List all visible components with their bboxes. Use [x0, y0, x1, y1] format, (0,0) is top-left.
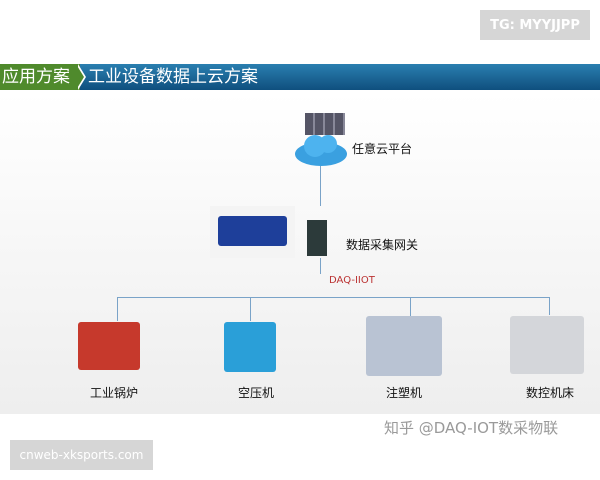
connector-line — [117, 297, 118, 321]
cloud-icon — [295, 135, 347, 166]
gateway-label: 数据采集网关 — [346, 238, 419, 252]
device-label: 数控机床 — [526, 386, 575, 400]
gateway-model: DAQ-IIOT — [329, 275, 375, 286]
header-banner — [0, 64, 600, 90]
device-label: 注塑机 — [386, 386, 423, 400]
section-tag: 应用方案 — [0, 64, 80, 90]
connector-line — [410, 297, 411, 317]
boiler-image — [78, 322, 140, 370]
footer-badge: cnweb-xksports.com — [10, 440, 153, 470]
connector-line — [250, 297, 251, 321]
cnc-machine-image — [510, 316, 584, 374]
connector-line — [549, 297, 550, 315]
watermark: 知乎 @DAQ-IOT数采物联 — [384, 419, 559, 437]
bus-line — [117, 297, 549, 298]
gateway-device-image — [210, 206, 295, 258]
router-icon — [307, 220, 327, 256]
tg-badge: TG: MYYJJPP — [480, 10, 590, 40]
page-title: 工业设备数据上云方案 — [88, 67, 258, 87]
device-label: 工业锅炉 — [90, 386, 139, 400]
injection-molding-image — [366, 316, 442, 376]
compressor-image — [224, 322, 276, 372]
connector-line — [320, 166, 321, 206]
arrow-divider-inner — [76, 64, 84, 90]
device-label: 空压机 — [238, 386, 275, 400]
cloud-label: 任意云平台 — [352, 142, 413, 156]
connector-line — [320, 258, 321, 274]
server-rack-icon — [305, 113, 345, 135]
